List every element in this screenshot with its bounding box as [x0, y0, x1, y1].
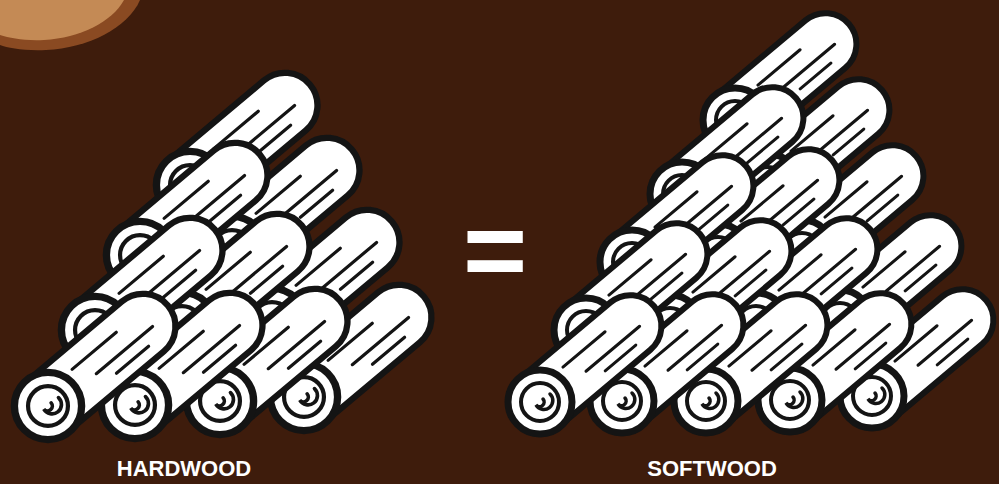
equals-sign: =	[463, 195, 527, 305]
wood-slice	[0, 0, 140, 50]
hardwood-pile	[14, 60, 444, 440]
softwood-pile	[508, 0, 999, 434]
pile-label: SOFTWOOD	[647, 458, 777, 480]
pile-label: HARDWOOD	[117, 458, 251, 480]
